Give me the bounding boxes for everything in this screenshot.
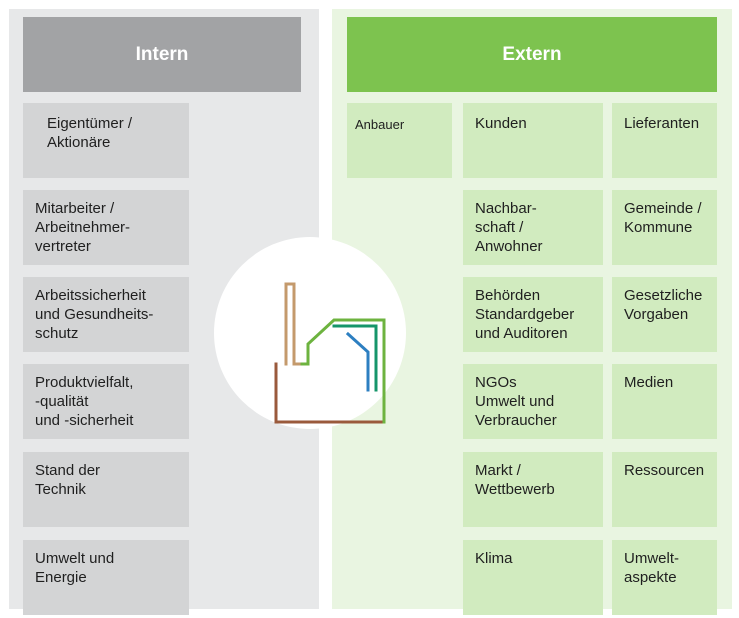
intern-header: Intern: [23, 17, 301, 92]
extern-box-anbauer: Anbauer: [347, 103, 452, 178]
extern-box-medien: Medien: [612, 364, 717, 439]
factory-roof-line: [300, 318, 386, 424]
factory-icon: [274, 282, 386, 424]
extern-box-umweltaspekte: Umwelt-aspekte: [612, 540, 717, 615]
extern-box-nachbarschaft: Nachbar-schaft /Anwohner: [463, 190, 603, 265]
extern-box-klima: Klima: [463, 540, 603, 615]
extern-box-lieferanten: Lieferanten: [612, 103, 717, 178]
extern-box-gemeinde: Gemeinde /Kommune: [612, 190, 717, 265]
factory-inner-line: [332, 324, 378, 392]
factory-chimney-line: [284, 282, 304, 366]
extern-header: Extern: [347, 17, 717, 92]
factory-base-line: [274, 362, 384, 424]
extern-box-markt: Markt /Wettbewerb: [463, 452, 603, 527]
factory-accent-line: [345, 331, 370, 392]
intern-box-owners: Eigentümer /Aktionäre: [23, 103, 189, 178]
intern-box-employees: Mitarbeiter /Arbeitnehmer-vertreter: [23, 190, 189, 265]
extern-box-kunden: Kunden: [463, 103, 603, 178]
extern-box-ressourcen: Ressourcen: [612, 452, 717, 527]
center-circle: [214, 237, 406, 429]
